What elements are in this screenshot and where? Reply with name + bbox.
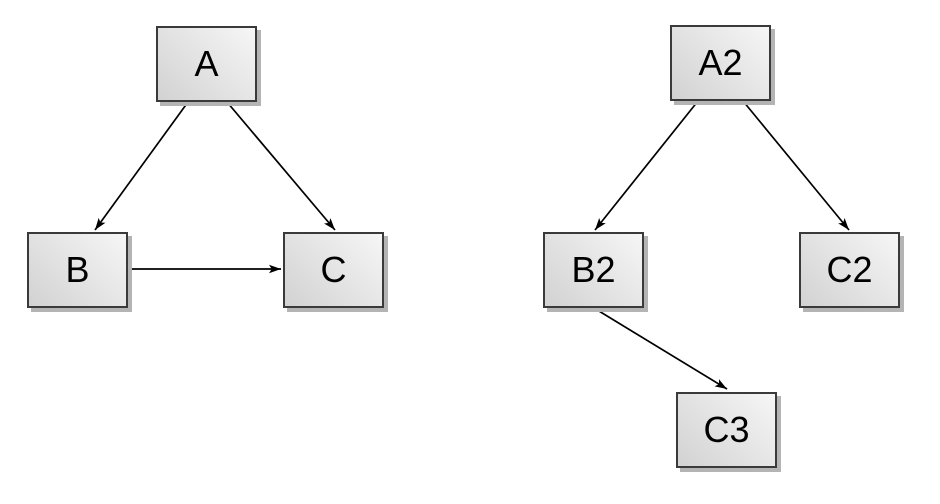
node-label: C — [320, 249, 347, 290]
node-C[interactable]: C — [283, 232, 384, 308]
node-A[interactable]: A — [156, 26, 257, 102]
edge-A-B[interactable] — [94, 101, 189, 231]
node-B2[interactable]: B2 — [543, 232, 644, 308]
edge-A2-C2[interactable] — [742, 100, 850, 231]
node-B[interactable]: B — [27, 232, 128, 308]
node-label: C2 — [826, 249, 873, 290]
node-C2[interactable]: C2 — [799, 232, 900, 308]
node-label: C3 — [703, 409, 750, 450]
node-label: B2 — [571, 249, 616, 290]
node-C3[interactable]: C3 — [676, 392, 777, 468]
node-label: A2 — [698, 42, 743, 83]
node-label: B — [65, 249, 90, 290]
edge-A-C[interactable] — [226, 101, 336, 231]
edge-A2-B2[interactable] — [594, 100, 699, 231]
node-A2[interactable]: A2 — [670, 25, 771, 101]
edge-B2-C3[interactable] — [593, 307, 728, 390]
node-label: A — [194, 43, 219, 84]
